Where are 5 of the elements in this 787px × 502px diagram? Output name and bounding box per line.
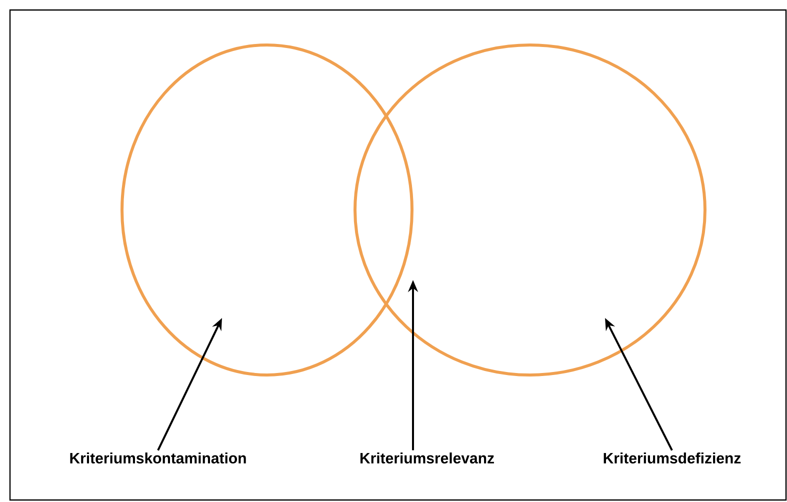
label: Kriteriumsdefizienz (604, 452, 741, 464)
label: Kriteriumsrelevanz (360, 452, 494, 464)
circle (354, 44, 706, 376)
label: Kriteriumskontamination (70, 452, 246, 464)
circle (120, 44, 414, 376)
